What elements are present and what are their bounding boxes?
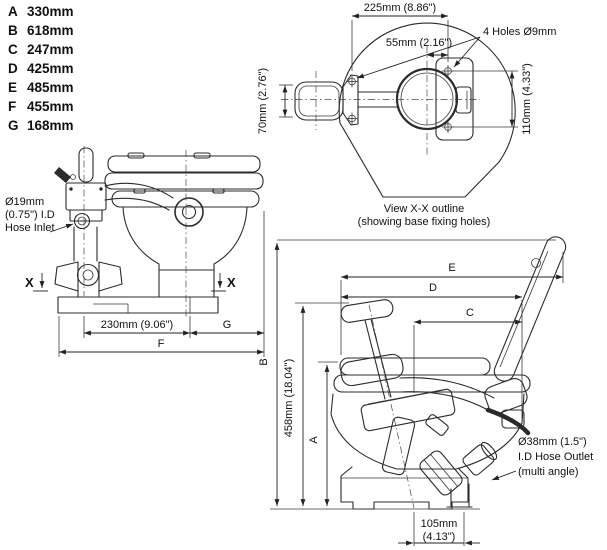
- legend-key: A: [8, 4, 18, 19]
- hose-inlet-port: [75, 214, 90, 229]
- outlet-label-3: (multi angle): [518, 466, 579, 478]
- dim-pump-height-label: 70mm (2.76"): [257, 68, 269, 134]
- legend-value: 485mm: [27, 80, 74, 95]
- outlet-label-1: Ø38mm (1.5"): [518, 436, 587, 448]
- flush-arm-elbow: [488, 410, 528, 433]
- legend-key: F: [8, 99, 17, 114]
- section-x-right: X: [227, 275, 236, 290]
- dim-outlet-offset-label-1: 105mm: [421, 518, 458, 530]
- outlet-boss-top-view: [456, 87, 471, 113]
- dim-b-label: B: [258, 358, 270, 365]
- legend-key: C: [8, 42, 18, 57]
- legend-row-d: D 425mm: [8, 61, 74, 80]
- legend-value: 618mm: [27, 23, 74, 38]
- inlet-label-2: (0.75") I.D: [5, 209, 55, 221]
- legend-row-b: B 618mm: [8, 23, 74, 42]
- dim-base-depth-label: 230mm (9.06"): [101, 319, 173, 331]
- top-view-caption-2: (showing base fixing holes): [358, 216, 491, 228]
- base-plate: [58, 297, 218, 313]
- legend-row-e: E 485mm: [8, 80, 74, 99]
- seat-hinge-block: [482, 376, 529, 416]
- legend-key: E: [8, 80, 18, 95]
- outlet-label-2: I.D Hose Outlet: [518, 451, 593, 463]
- top-view-caption-1: View X-X outline: [384, 203, 465, 215]
- outlet-mouth: [479, 440, 499, 462]
- flush-elbow-joint: [175, 198, 203, 226]
- legend-key: D: [8, 61, 18, 76]
- legend-key: G: [8, 118, 19, 133]
- dim-c-label: C: [466, 307, 474, 319]
- side-view-closed: X X 230mm (9.06") G F Ø19mm (0.75") I.D: [5, 146, 264, 357]
- dim-a-label: A: [308, 436, 320, 444]
- dim-handle-height-label: 458mm (18.04"): [283, 359, 295, 438]
- dim-outlet-offset-label-2: (4.13"): [423, 531, 456, 543]
- pump-cylinder-open-view: [382, 416, 416, 476]
- legend-row-f: F 455mm: [8, 99, 74, 118]
- dim-f-label: F: [158, 338, 165, 350]
- section-marker-right: X: [211, 273, 236, 291]
- seat-open-view: [340, 358, 490, 375]
- pump-assembly-open-view: [339, 299, 455, 476]
- pump-handle-rod: [79, 148, 93, 182]
- legend-value: 247mm: [27, 42, 74, 57]
- flush-arm: [105, 183, 173, 198]
- dim-overall-width-label: 225mm (8.86"): [364, 2, 436, 14]
- pump-t-handle: [340, 299, 394, 324]
- dim-d-label: D: [429, 282, 437, 294]
- side-view-open: B 458mm (18.04") A E D C 105mm: [258, 237, 593, 546]
- inlet-label-3: Hose Inlet: [5, 222, 55, 234]
- toilet-seat-closed: [105, 173, 263, 189]
- flush-lever: [54, 167, 71, 183]
- pump-base-wings: [55, 262, 78, 291]
- pump-bracket-open-view: [339, 353, 404, 387]
- dimension-legend: A 330mm B 618mm C 247mm D 425mm E 485mm …: [8, 4, 74, 137]
- base-outline-top-view: [339, 23, 515, 197]
- holes-label: 4 Holes Ø9mm: [483, 26, 556, 38]
- legend-value: 455mm: [27, 99, 74, 114]
- legend-row-a: A 330mm: [8, 4, 74, 23]
- pump-assembly: [54, 148, 203, 297]
- base-open-view: [341, 467, 468, 509]
- legend-row-g: G 168mm: [8, 118, 74, 137]
- legend-value: 425mm: [27, 61, 74, 76]
- lid-hinge-bump: [532, 259, 541, 268]
- bowl-outline: [123, 207, 247, 270]
- mounting-plate-open-view: [360, 388, 455, 431]
- hose-outlet-assembly: [418, 440, 500, 507]
- top-view: 225mm (8.86") 55mm (2.16") 4 Holes Ø9mm …: [257, 2, 556, 228]
- legend-key: B: [8, 23, 18, 38]
- bowl-open-view: [331, 394, 524, 469]
- pump-head: [66, 183, 106, 210]
- mounting-plate-top-view: [436, 58, 473, 140]
- legend-value: 168mm: [27, 118, 74, 133]
- toilet-lid-open: [494, 237, 565, 381]
- inlet-label-1: Ø19mm: [5, 196, 44, 208]
- dim-hole-spacing-label: 110mm (4.33"): [521, 63, 533, 135]
- legend-value: 330mm: [27, 4, 74, 19]
- pump-bracket-top-view: [343, 75, 358, 125]
- dim-e-label: E: [448, 262, 455, 274]
- dim-g-label: G: [223, 319, 232, 331]
- legend-row-c: C 247mm: [8, 42, 74, 61]
- toilet-lid-closed: [108, 156, 260, 172]
- fixing-holes: [346, 65, 454, 133]
- section-x-left: X: [25, 275, 34, 290]
- section-marker-left: X: [25, 273, 48, 291]
- dim-hole-offset-label: 55mm (2.16"): [386, 37, 452, 49]
